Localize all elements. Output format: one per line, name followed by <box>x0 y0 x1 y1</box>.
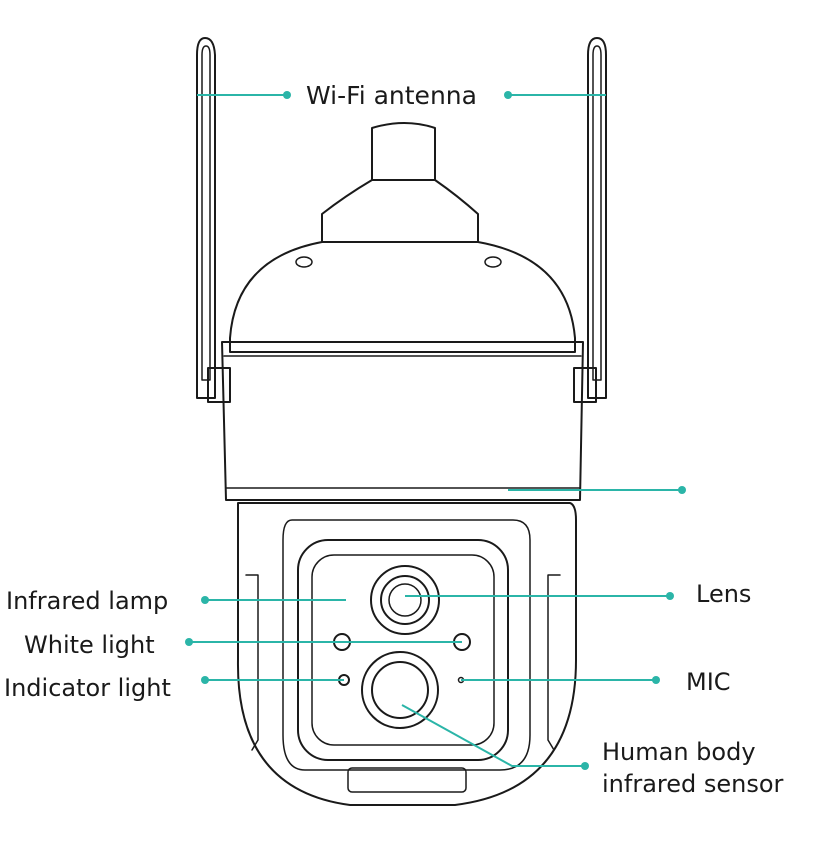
label-human-body-sensor-line1: Human body <box>602 738 756 766</box>
top-mount <box>321 122 479 243</box>
camera-head <box>236 502 577 806</box>
label-lens: Lens <box>696 580 752 608</box>
lens <box>370 565 440 635</box>
leader-white-light <box>185 638 462 646</box>
leader-lens <box>405 592 674 600</box>
pir-sensor <box>361 651 439 729</box>
leader-wifi-right <box>504 91 606 99</box>
label-indicator-light: Indicator light <box>4 674 171 702</box>
leader-infrared-lamp <box>201 596 346 604</box>
label-infrared-lamp: Infrared lamp <box>6 587 169 615</box>
label-mic: MIC <box>686 668 731 696</box>
leader-human-body-sensor <box>401 704 589 770</box>
right-antenna <box>573 37 607 403</box>
body-cylinder <box>221 341 584 501</box>
label-human-body-sensor-line2: infrared sensor <box>602 770 784 798</box>
leader-indicator-light <box>201 676 344 684</box>
label-wifi-antenna: Wi-Fi antenna <box>306 81 477 110</box>
dome <box>229 241 576 353</box>
leader-wifi-left <box>197 91 291 99</box>
label-white-light: White light <box>24 631 155 659</box>
left-antenna <box>196 37 231 403</box>
leader-mic <box>461 676 660 684</box>
leader-body <box>508 486 686 494</box>
